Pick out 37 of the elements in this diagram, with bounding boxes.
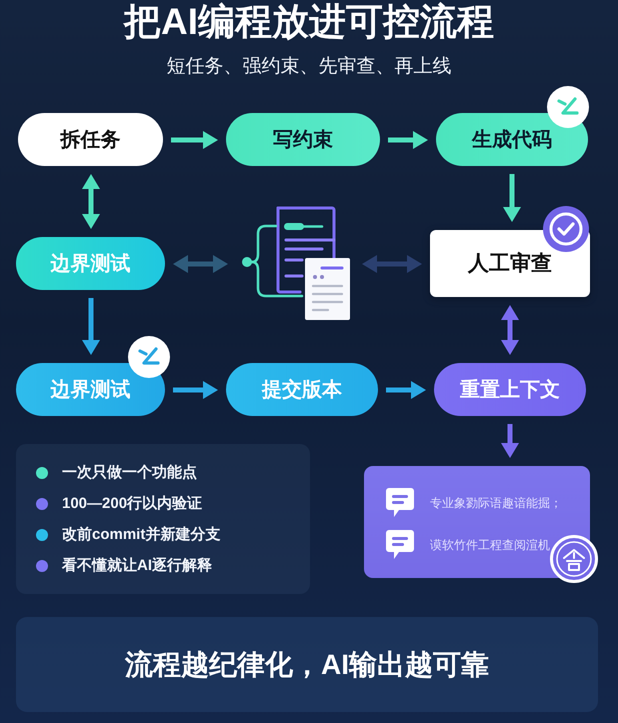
arrow	[388, 131, 428, 149]
step-label: 提交版本	[262, 378, 342, 402]
summary-banner	[16, 617, 598, 712]
step-label: 边界测试	[50, 378, 130, 402]
note-text: 谟软竹件工程查阅渲机	[430, 536, 550, 552]
process-pill	[434, 363, 586, 416]
arrow	[173, 381, 218, 399]
process-pill	[226, 363, 378, 416]
arrow	[362, 255, 422, 273]
process-pill	[16, 363, 165, 416]
step-label: 人工审查	[468, 250, 552, 276]
step-label: 写约束	[273, 128, 333, 152]
process-pill	[436, 113, 588, 166]
checklist-panel	[16, 444, 310, 594]
step-label: 重置上下文	[460, 378, 560, 402]
arrow	[501, 424, 519, 458]
arrow	[173, 255, 228, 273]
arrow	[501, 305, 519, 355]
note-text: 专业象勠际语趣谙能掘；	[430, 494, 562, 510]
arrow	[386, 381, 426, 399]
arrow	[82, 298, 100, 355]
arrow	[171, 131, 218, 149]
arrow	[82, 174, 100, 229]
subtitle: 短任务、强约束、先审查、再上线	[166, 56, 452, 77]
summary-text: 流程越纪律化，AI输出越可靠	[125, 648, 489, 682]
review-box	[430, 230, 590, 297]
note-card	[364, 466, 590, 578]
checklist-item: 100—200行以内验证	[62, 494, 202, 514]
title: 把AI编程放进可控流程	[124, 1, 494, 42]
checklist-item: 看不懂就让AI逐行解释	[62, 556, 212, 576]
step-label: 生成代码	[472, 128, 552, 152]
checklist-item: 一次只做一个功能点	[62, 463, 197, 483]
checklist-item: 改前commit并新建分支	[62, 525, 220, 545]
process-pill	[16, 237, 165, 290]
step-label: 拆任务	[60, 128, 120, 152]
step-label: 边界测试	[50, 252, 130, 276]
arrow	[503, 174, 521, 222]
